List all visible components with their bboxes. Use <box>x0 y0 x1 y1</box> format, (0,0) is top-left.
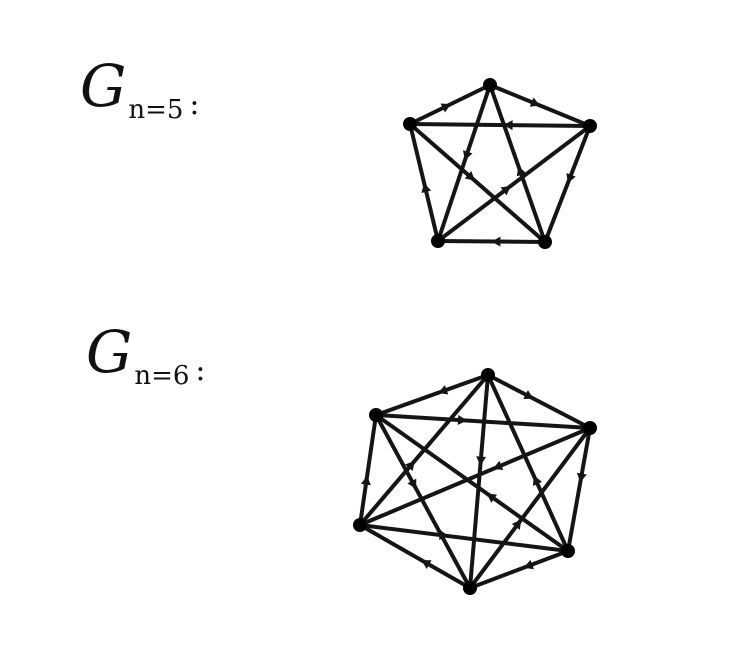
graph-subscript: n=5 <box>128 95 184 125</box>
graph-label-n5: Gn=5: <box>80 52 200 125</box>
edge-0-2 <box>488 83 547 244</box>
vertex-3 <box>463 581 477 595</box>
arrowhead-2-3 <box>523 559 534 570</box>
graph-name: G <box>80 52 127 120</box>
graph-name: G <box>86 318 133 386</box>
edge-1-2 <box>543 124 592 244</box>
vertex-5 <box>369 408 383 422</box>
arrowhead-3-4 <box>421 560 432 569</box>
edge-0-2 <box>486 373 570 553</box>
edge-2-5 <box>374 413 570 553</box>
arrowhead-0-1 <box>529 97 540 107</box>
arrowhead-0-3 <box>476 456 487 466</box>
edge-1-4 <box>358 426 592 527</box>
arrowhead-0-4 <box>405 460 415 471</box>
arrowhead-2-5 <box>486 493 498 503</box>
arrowhead-4-5 <box>360 475 371 486</box>
vertex-2 <box>561 544 575 558</box>
edge-1-2 <box>566 426 592 553</box>
arrowhead-1-3 <box>511 519 522 530</box>
arrowhead-1-2 <box>566 173 576 184</box>
edge-0-3 <box>436 83 492 243</box>
graph-subscript: n=6 <box>134 361 190 391</box>
edge-1-3 <box>436 124 592 243</box>
vertex-4 <box>403 117 417 131</box>
vertex-4 <box>353 518 367 532</box>
vertex-1 <box>583 421 597 435</box>
arrowhead-0-3 <box>462 150 473 161</box>
vertex-0 <box>481 368 495 382</box>
arrowhead-3-4 <box>421 183 432 194</box>
edge-0-3 <box>468 373 490 590</box>
arrowhead-1-3 <box>500 185 511 196</box>
arrowhead-3-5 <box>407 478 417 489</box>
edge-2-3 <box>468 549 570 590</box>
arrowhead-1-2 <box>576 472 587 483</box>
edge-2-4 <box>408 122 547 244</box>
arrowhead-2-3 <box>491 236 501 247</box>
edge-3-5 <box>374 413 472 590</box>
edge-3-4 <box>408 122 440 243</box>
arrowhead-0-4 <box>440 103 451 113</box>
edge-0-5 <box>374 373 490 417</box>
arrowhead-0-2 <box>532 475 543 486</box>
graph-colon: : <box>189 87 200 122</box>
vertex-1 <box>583 119 597 133</box>
edge-4-5 <box>358 413 378 527</box>
edge-0-1 <box>488 83 592 128</box>
edge-2-4 <box>358 523 570 553</box>
arrowhead-1-5 <box>457 414 467 425</box>
edge-1-3 <box>468 426 592 590</box>
arrowhead-1-4 <box>503 120 513 131</box>
edge-0-1 <box>486 373 592 430</box>
arrowhead-2-4 <box>464 170 475 181</box>
arrowhead-1-4 <box>493 460 504 471</box>
vertex-0 <box>483 78 497 92</box>
graph-colon: : <box>195 353 206 388</box>
edge-1-5 <box>374 413 592 430</box>
arrowhead-0-5 <box>438 385 449 395</box>
edge-1-4 <box>408 122 592 128</box>
graph-label-n6: Gn=6: <box>86 318 206 391</box>
edge-3-4 <box>358 523 472 590</box>
vertex-3 <box>431 234 445 248</box>
arrowhead-0-1 <box>523 390 534 399</box>
vertex-2 <box>538 235 552 249</box>
